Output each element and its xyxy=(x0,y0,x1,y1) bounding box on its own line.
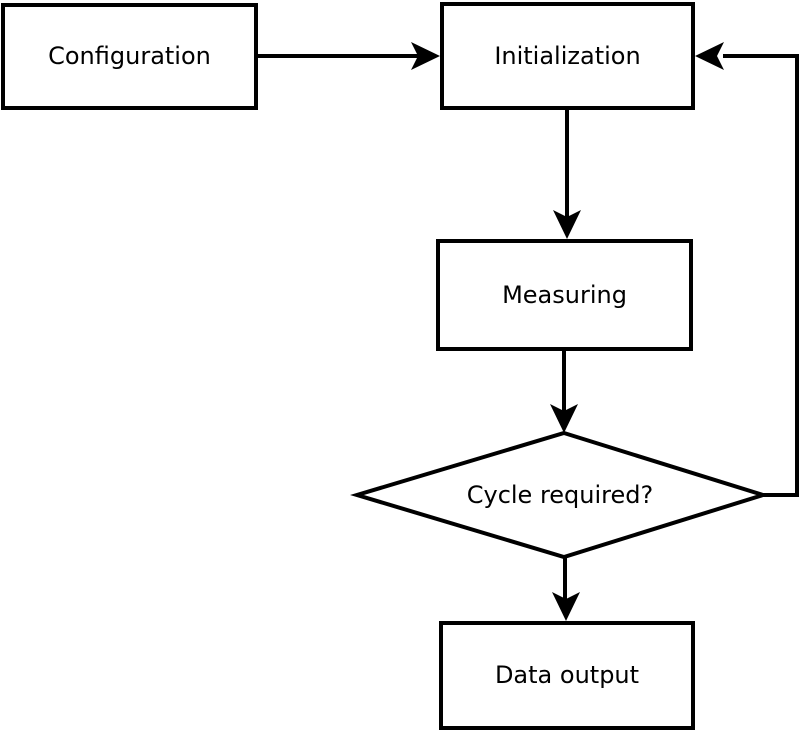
node-measuring: Measuring xyxy=(436,239,693,351)
arrowhead-into-data-output-top xyxy=(552,592,580,621)
arrowhead-into-initialization-left xyxy=(411,42,440,70)
arrowhead-into-measuring-top xyxy=(553,210,581,239)
node-initialization-label: Initialization xyxy=(494,41,641,70)
node-measuring-label: Measuring xyxy=(502,280,627,309)
node-configuration: Configuration xyxy=(1,3,258,110)
node-initialization: Initialization xyxy=(440,2,695,110)
arrowhead-into-initialization-right xyxy=(695,42,724,70)
node-data-output-label: Data output xyxy=(494,661,640,690)
node-data-output: Data output xyxy=(439,621,695,730)
arrowhead-into-decision-top xyxy=(550,404,578,433)
connector-decision-to-initialization-loop xyxy=(723,54,799,497)
node-cycle-required-decision: Cycle required? xyxy=(357,433,763,557)
node-cycle-required-label: Cycle required? xyxy=(466,480,654,509)
node-configuration-label: Configuration xyxy=(48,42,211,71)
